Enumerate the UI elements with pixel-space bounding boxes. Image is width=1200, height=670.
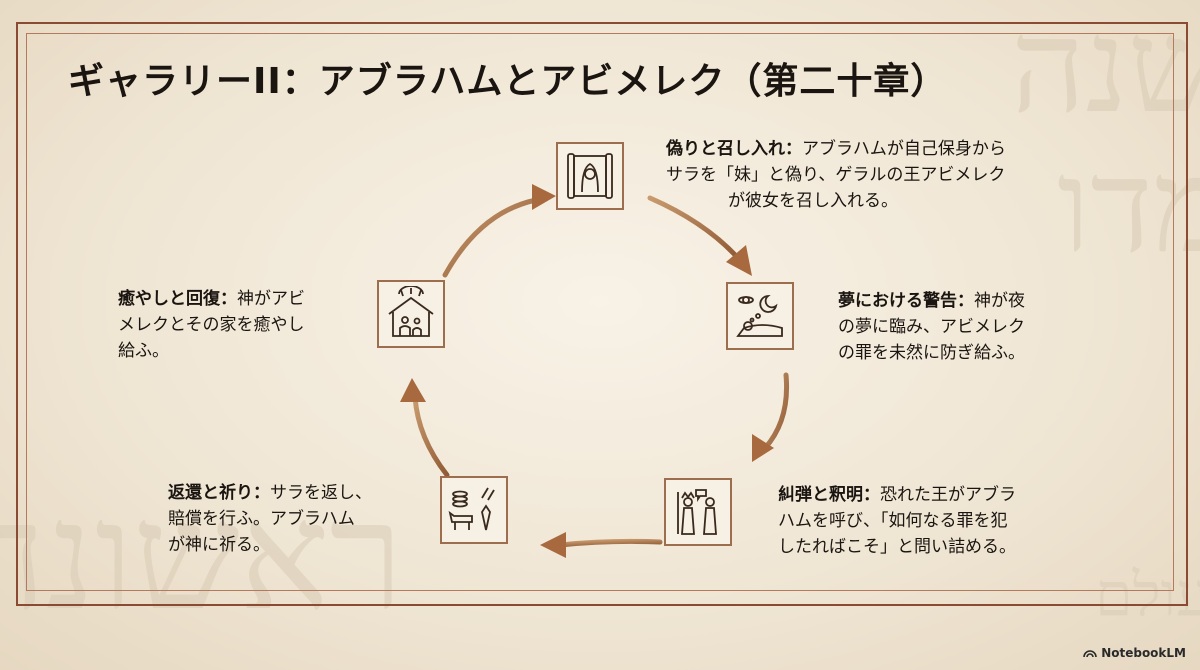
stage-heading: 夢における警告 <box>838 291 957 311</box>
stage-text: メレクとその家を癒やし <box>118 315 305 335</box>
arrowhead-1 <box>726 245 752 276</box>
arrowhead-5 <box>532 184 556 210</box>
arrow-5-to-1 <box>442 197 539 278</box>
stage-4-icon-box <box>440 476 508 544</box>
notebooklm-logo: NotebookLM <box>1083 646 1186 660</box>
logo-text: NotebookLM <box>1101 646 1186 660</box>
stage-1-icon-box <box>556 142 624 210</box>
stage-1-caption: 偽りと召し入れ：アブラハムが自己保身から サラを「妹」と偽り、ゲラルの王アビメレ… <box>666 136 1096 214</box>
stage-text: の罪を未然に防ぎ給ふ。 <box>838 343 1025 363</box>
arrowhead-2 <box>752 434 774 462</box>
stage-text: サラを「妹」と偽り、ゲラルの王アビメレク <box>666 165 1006 185</box>
stage-text: サラを返し、 <box>270 483 372 503</box>
king-confronts-icon <box>677 489 717 535</box>
stage-text: が彼女を召し入れる。 <box>728 191 898 211</box>
stage-2-icon-box <box>726 282 794 350</box>
stage-5-icon-box <box>377 280 445 348</box>
stage-text: 神が夜 <box>974 291 1025 311</box>
inner-frame <box>26 33 1174 591</box>
arrowhead-4 <box>400 378 426 402</box>
arrow-3-to-4 <box>557 538 663 548</box>
stage-text: 神がアビ <box>237 289 305 309</box>
stage-text: 給ふ。 <box>118 341 169 361</box>
scroll-woman-icon <box>567 153 613 199</box>
healed-house-icon <box>388 286 434 337</box>
arrowhead-3 <box>540 532 566 558</box>
stage-heading: 癒やしと回復 <box>118 289 220 309</box>
stage-2-caption: 夢における警告：神が夜 の夢に臨み、アビメレク の罪を未然に防ぎ給ふ。 <box>838 288 1098 366</box>
stage-text: の夢に臨み、アビメレク <box>838 317 1025 337</box>
outer-frame <box>16 22 1188 606</box>
arrow-4-to-5 <box>412 394 450 478</box>
stage-text: 賠償を行ふ。アブラハム <box>168 509 355 529</box>
page-title: ギャラリーII：アブラハムとアビメレク（第二十章） <box>68 61 948 102</box>
stage-text: 恐れた王がアブラ <box>880 485 1016 505</box>
stage-text: が神に祈る。 <box>168 535 270 555</box>
stage-text: アブラハムが自己保身から <box>802 139 1006 159</box>
stage-text: したればこそ」と問い詰める。 <box>778 537 1016 557</box>
stage-heading: 糾弾と釈明 <box>778 485 863 505</box>
arrow-2-to-3 <box>762 372 790 451</box>
stage-5-caption: 癒やしと回復：神がアビ メレクとその家を癒やし 給ふ。 <box>118 286 368 364</box>
arrow-1-to-2 <box>647 195 741 261</box>
notebooklm-icon <box>1083 650 1097 658</box>
stage-text: ハムを呼び、「如何なる罪を犯 <box>778 511 1008 531</box>
stage-4-caption: 返還と祈り：サラを返し、 賠償を行ふ。アブラハム が神に祈る。 <box>168 480 428 558</box>
stage-heading: 偽りと召し入れ <box>666 139 785 159</box>
coins-cattle-prayer-icon <box>448 487 495 531</box>
stage-heading: 返還と祈り <box>168 483 253 503</box>
dream-sleeper-icon <box>736 295 783 337</box>
stage-3-icon-box <box>664 478 732 546</box>
stage-3-caption: 糾弾と釈明：恐れた王がアブラ ハムを呼び、「如何なる罪を犯 したればこそ」と問い… <box>778 482 1098 560</box>
